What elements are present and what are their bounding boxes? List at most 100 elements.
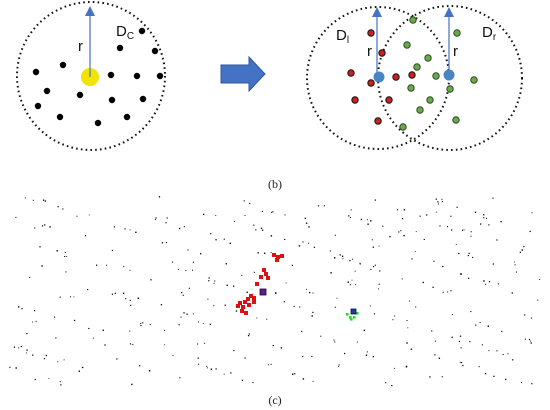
scan-point bbox=[305, 222, 308, 224]
scan-point bbox=[104, 344, 106, 346]
scan-point bbox=[132, 344, 134, 346]
scan-point bbox=[206, 365, 208, 367]
scan-point bbox=[434, 354, 436, 356]
scan-point bbox=[455, 244, 457, 246]
scan-point bbox=[45, 354, 47, 357]
red-cluster-point bbox=[280, 254, 284, 258]
right-disk-green-points bbox=[399, 16, 478, 131]
green-point bbox=[407, 84, 415, 92]
scan-point bbox=[485, 217, 487, 219]
scan-point bbox=[483, 280, 485, 282]
scan-point bbox=[312, 380, 314, 382]
point-cloud-scan-points bbox=[9, 196, 541, 387]
scan-point bbox=[270, 363, 272, 365]
scan-point bbox=[188, 287, 190, 289]
scan-point bbox=[42, 199, 45, 201]
scan-point bbox=[230, 372, 232, 374]
scan-point bbox=[213, 305, 215, 307]
scan-point bbox=[514, 261, 515, 263]
purple-query-marker bbox=[259, 288, 267, 296]
scan-point bbox=[415, 306, 417, 308]
red-cluster-point bbox=[252, 296, 256, 300]
scan-point bbox=[44, 200, 46, 202]
scan-point bbox=[459, 335, 462, 337]
scan-point bbox=[78, 370, 80, 372]
scan-point bbox=[422, 281, 424, 284]
scan-point bbox=[459, 273, 462, 275]
scan-point bbox=[215, 368, 217, 370]
scan-point bbox=[461, 229, 463, 231]
scan-point bbox=[229, 242, 231, 245]
red-cluster-point bbox=[275, 258, 279, 262]
red-cluster-point bbox=[247, 303, 251, 307]
red-cluster-point bbox=[246, 297, 250, 301]
scan-point bbox=[394, 315, 396, 317]
scan-point bbox=[131, 383, 133, 386]
scan-point bbox=[64, 251, 66, 253]
scan-point bbox=[463, 229, 465, 231]
green-point bbox=[399, 123, 407, 131]
red-cluster-point bbox=[252, 300, 256, 304]
panel-c: (c) bbox=[9, 196, 541, 407]
black-point bbox=[32, 68, 40, 76]
scan-point bbox=[129, 343, 132, 345]
right-disk-right-radius-arrowhead bbox=[444, 7, 454, 17]
right-disk-left-radius-label: r bbox=[367, 43, 372, 60]
red-point bbox=[367, 79, 375, 87]
scan-point bbox=[241, 274, 243, 276]
scan-point bbox=[139, 365, 141, 367]
scan-point bbox=[149, 324, 151, 326]
scan-point bbox=[81, 366, 84, 369]
scan-point bbox=[355, 284, 357, 286]
scan-point bbox=[451, 314, 453, 316]
scan-point bbox=[456, 206, 458, 208]
green-point bbox=[403, 41, 411, 49]
scan-point bbox=[429, 376, 431, 378]
scan-point bbox=[165, 222, 167, 224]
scan-point bbox=[372, 266, 375, 268]
red-cluster-point bbox=[255, 282, 259, 286]
scan-point bbox=[280, 347, 283, 349]
scan-point bbox=[49, 226, 51, 228]
scan-point bbox=[342, 258, 344, 260]
scan-point bbox=[410, 348, 413, 350]
scan-point bbox=[129, 229, 131, 231]
scan-point bbox=[366, 219, 368, 221]
scan-point bbox=[394, 367, 395, 369]
black-point bbox=[59, 61, 67, 69]
scan-point bbox=[200, 253, 202, 255]
scan-point bbox=[294, 373, 296, 375]
scan-point bbox=[334, 234, 336, 236]
left-disk-boundary bbox=[16, 1, 166, 151]
scan-point bbox=[160, 304, 163, 306]
black-point bbox=[156, 72, 164, 80]
scan-point bbox=[333, 339, 335, 341]
red-point bbox=[408, 71, 416, 79]
scan-point bbox=[447, 291, 449, 293]
right-disk-red-points bbox=[347, 29, 416, 125]
green-point bbox=[413, 63, 421, 71]
scan-point bbox=[401, 218, 404, 220]
scan-point bbox=[198, 363, 200, 365]
scan-point bbox=[183, 312, 185, 314]
scan-point bbox=[351, 279, 353, 281]
red-point bbox=[392, 73, 400, 81]
scan-point bbox=[214, 280, 216, 282]
left-disk-label: DC bbox=[116, 23, 134, 42]
scan-point bbox=[484, 372, 487, 375]
scan-point bbox=[140, 323, 142, 325]
scan-point bbox=[41, 265, 43, 267]
black-point bbox=[138, 27, 146, 35]
scan-point bbox=[450, 215, 452, 217]
scan-point bbox=[312, 311, 314, 314]
scan-point bbox=[472, 256, 474, 258]
scan-point bbox=[223, 238, 225, 240]
scan-point bbox=[226, 284, 228, 286]
scan-point bbox=[177, 268, 179, 270]
scan-point bbox=[179, 377, 181, 379]
scan-point bbox=[539, 279, 541, 281]
red-cluster-point bbox=[241, 305, 245, 309]
scan-point bbox=[29, 277, 31, 278]
scan-point bbox=[197, 321, 199, 323]
green-point bbox=[453, 29, 461, 37]
